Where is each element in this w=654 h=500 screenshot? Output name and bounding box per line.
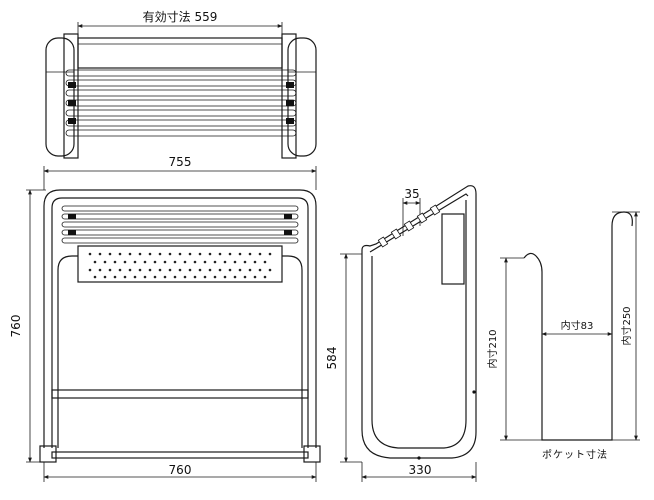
top-width-label: 755 — [169, 155, 192, 169]
perforated-panel — [77, 245, 283, 283]
pocket-caption: ポケット寸法 — [542, 448, 608, 461]
front-view: 755 760 — [9, 155, 321, 482]
side-view: 35 584 330 — [325, 185, 477, 482]
side-depth-label: 330 — [409, 463, 432, 477]
side-pegs — [377, 204, 441, 248]
inner-depth-label: 内寸83 — [561, 319, 594, 332]
top-view-slats — [65, 69, 297, 137]
front-slats — [61, 205, 299, 244]
effective-width-label: 有効寸法 559 — [143, 9, 218, 24]
bottom-width-label: 760 — [169, 463, 192, 477]
top-view: 有効寸法 559 — [45, 9, 317, 159]
inner-h1-label: 内寸210 — [486, 329, 499, 368]
inner-h2-label: 内寸250 — [620, 306, 633, 345]
pocket-detail: 内寸210 内寸83 内寸250 ポケット寸法 — [486, 211, 640, 461]
panel-holes — [88, 252, 272, 279]
height-label: 760 — [9, 315, 23, 338]
side-height-label: 584 — [325, 347, 339, 370]
pitch-label: 35 — [404, 187, 419, 201]
